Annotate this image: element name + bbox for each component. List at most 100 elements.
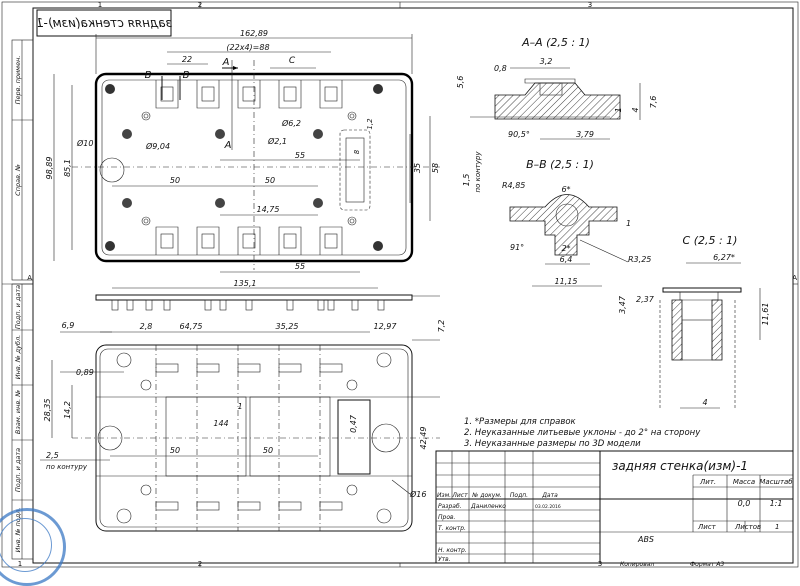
bottom-view-dimensions: 6,9 2,8 64,75 35,25 12,97 0,89 28,35 14,… [40, 321, 440, 499]
dim-pitch: (22x4)=88 [226, 43, 269, 52]
drawing-canvas: 1 2 3 1 2 3 A A Перв. примен. Справ. № П… [1, 1, 799, 568]
zone-bottom-3: 3 [598, 560, 602, 568]
dim-50-a: 50 [170, 176, 180, 185]
col-list: Лист [451, 492, 468, 499]
title-block-lit: Лит. [699, 478, 716, 486]
side-label-vzam-inv: Взам. инв. № [14, 390, 22, 434]
dim-d6-2: Ø6,2 [281, 118, 301, 128]
dim-c-6-27: 6,27* [713, 253, 735, 262]
col-dokum: № докум. [471, 492, 502, 499]
dim-c-4: 4 [702, 398, 707, 407]
dim-d9-04: Ø9,04 [145, 141, 170, 151]
zone-bottom-2: 2 [198, 560, 202, 568]
front-view: 7,2 [95, 294, 446, 341]
note-3: 3. Неуказанные размеры по 3D модели [464, 439, 641, 449]
kopiroval: Копировал [620, 561, 654, 568]
role-utv: Утв. [438, 556, 451, 563]
note-1: 1. *Размеры для справок [464, 417, 577, 427]
dim-85-1: 85,1 [63, 159, 72, 177]
dim-50-d: 50 [263, 446, 273, 455]
dim-0-89: 0,89 [76, 368, 94, 377]
developer-date: 03.02.2016 [535, 504, 561, 510]
dim-aa-4: 4 [631, 107, 640, 112]
sheet-frame: 1 2 3 1 2 3 A A [1, 1, 799, 568]
dim-c-3-47: 3,47 [618, 295, 627, 314]
role-razrab: Разраб. [438, 503, 462, 510]
dim-bb-2: 2* [561, 244, 570, 253]
detail-c-title: C (2,5 : 1) [683, 234, 738, 247]
section-aa-title: A–A (2,5 : 1) [521, 36, 590, 49]
dim-28-35: 28,35 [43, 399, 52, 422]
col-podp: Подп. [510, 492, 528, 499]
note-2: 2. Неуказанные литьевые уклоны - до 2° н… [464, 428, 701, 438]
dim-d10: Ø10 [76, 138, 93, 148]
notes: 1. *Размеры для справок 2. Неуказанные л… [464, 417, 701, 449]
dim-0-47: 0,47 [349, 414, 358, 433]
role-t-kontr: Т. контр. [438, 525, 466, 532]
top-view-dimensions: 162,89 (22x4)=88 22 C A A B B Ø6,2 Ø2,1 … [45, 29, 440, 289]
dim-aa-3-79: 3,79 [576, 130, 594, 139]
dim-aa-angle: 90,5° [508, 130, 530, 139]
dim-6-9: 6,9 [62, 321, 75, 330]
dim-7-2: 7,2 [437, 320, 446, 333]
dim-1: 1 [237, 402, 242, 411]
role-prov: Пров. [438, 514, 456, 521]
dim-aa-5-6: 5,6 [456, 76, 465, 89]
side-strip: Перв. примен. Справ. № Подп. и дата Инв.… [11, 39, 34, 560]
zone-left-a: A [27, 274, 32, 282]
zone-top-1: 1 [98, 1, 102, 9]
dim-aa-0-8: 0,8 [494, 64, 507, 73]
dim-64-75: 64,75 [180, 322, 203, 331]
dim-c-11-61: 11,61 [761, 303, 770, 326]
zone-right-a: A [792, 274, 797, 282]
side-label-inv-dubl: Инв. № дубл. [14, 335, 22, 379]
dim-2-8: 2,8 [140, 322, 153, 331]
label-a-top: A [222, 57, 230, 68]
title-block-massa: Масса [733, 478, 755, 486]
title-block-name: задняя стенка(изм)-1 [612, 459, 748, 473]
format-a3: Формат А3 [690, 561, 724, 568]
dim-bb-91: 91° [510, 243, 524, 252]
dim-135-1: 135,1 [234, 279, 257, 288]
dim-144: 144 [213, 419, 228, 428]
zone-top-3: 3 [588, 1, 592, 9]
label-b-left: B [145, 70, 152, 81]
dim-bb-11-15: 11,15 [555, 277, 578, 286]
dim-bb-r4-85: R4,85 [502, 181, 525, 190]
dim-98-89: 98,89 [45, 157, 54, 180]
dim-8: 8 [353, 149, 361, 154]
zone-top-2: 2 [198, 1, 202, 9]
dim-50-b: 50 [265, 176, 275, 185]
dim-12-97: 12,97 [374, 322, 398, 331]
dim-bb-6: 6* [561, 185, 570, 194]
dim-aa-po-konturu: по контуру [474, 151, 482, 193]
dim-50-c: 50 [170, 446, 180, 455]
label-a-bottom: A [224, 140, 232, 151]
label-c: C [289, 56, 296, 66]
dim-2-5: 2,5 [46, 451, 59, 460]
bottom-view [72, 344, 440, 532]
dim-c-2-37: 2,37 [636, 295, 655, 304]
developer-name: Даниленко [470, 503, 506, 510]
title-block-material: ABS [637, 535, 654, 544]
top-view [72, 60, 440, 270]
title-block-listov: Листов [734, 523, 761, 531]
side-label-podp-data-1: Подп. и дата [14, 285, 22, 329]
side-label-perv-primen: Перв. примен. [14, 56, 22, 105]
dim-162-89: 162,89 [240, 29, 268, 38]
dim-35-25: 35,25 [276, 322, 299, 331]
dim-aa-3-2: 3,2 [540, 57, 553, 66]
mirrored-title-box: задняя стенка(изм)-1 [36, 9, 172, 37]
dim-55-b: 55 [295, 262, 305, 271]
title-block-list: Лист [697, 523, 717, 531]
title-block: задняя стенка(изм)-1 Лит. Масса Масштаб … [435, 450, 794, 568]
dim-aa-1-5: 1,5 [462, 174, 471, 187]
dim-58: 58 [431, 163, 440, 173]
col-izm: Изм. [437, 492, 451, 499]
section-aa: A–A (2,5 : 1) 0,8 3,2 5,6 7,6 4 1 90,5° … [456, 36, 658, 192]
title-block-masshtab: Масштаб [759, 478, 793, 486]
side-label-podp-data-2: Подп. и дата [14, 448, 22, 492]
detail-c: C (2,5 : 1) 6,27* 2,37 3,47 11,61 4 [618, 234, 770, 410]
mirrored-title: задняя стенка(изм)-1 [36, 16, 172, 30]
